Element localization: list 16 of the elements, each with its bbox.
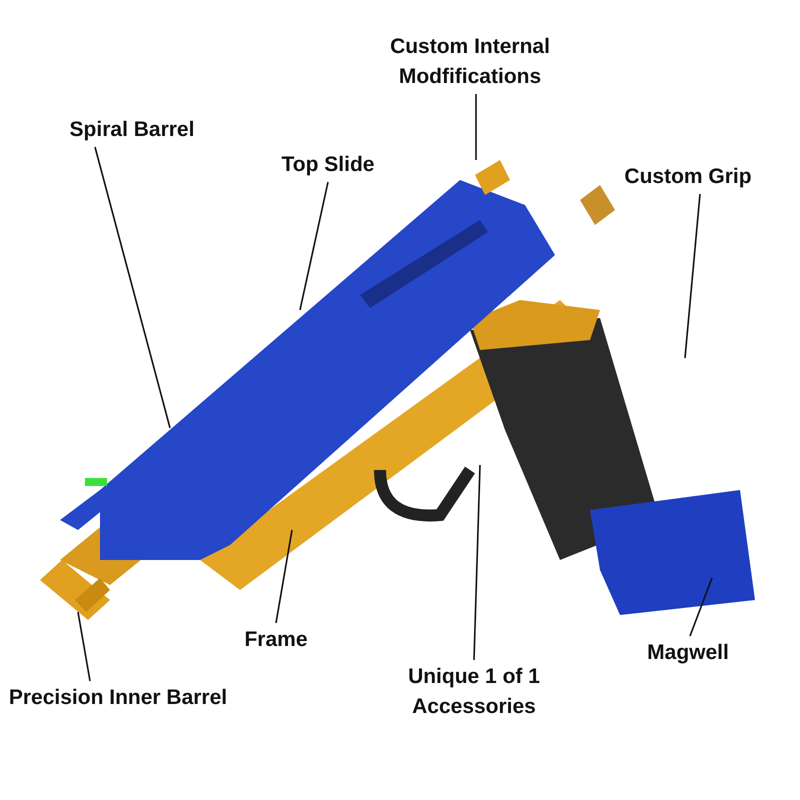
leader-line: [275, 530, 293, 624]
callout-label: Top Slide: [198, 150, 458, 180]
leader-line: [475, 94, 477, 160]
leader-line: [94, 146, 171, 428]
leader-line: [299, 182, 329, 310]
callout-label: Custom Internal Modfifications: [340, 32, 600, 92]
leader-line: [684, 194, 701, 358]
callout-label: Spiral Barrel: [32, 115, 232, 145]
callout-label: Unique 1 of 1 Accessories: [364, 662, 584, 722]
leader-line: [473, 464, 481, 660]
callout-label: Precision Inner Barrel: [8, 683, 228, 713]
leader-line: [689, 578, 713, 636]
callout-label: Magwell: [613, 638, 763, 668]
leader-line: [77, 612, 91, 682]
callout-label: Frame: [216, 625, 336, 655]
callout-label: Custom Grip: [613, 162, 763, 192]
